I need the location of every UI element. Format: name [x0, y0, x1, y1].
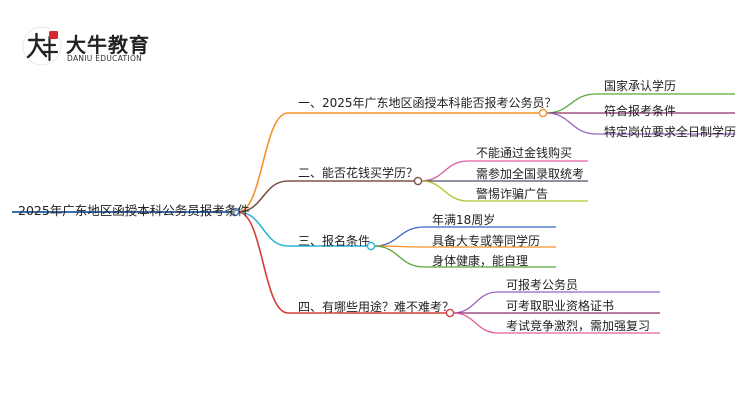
branch-label-3: 三、报名条件 [298, 234, 371, 248]
branch-toggle-4[interactable] [445, 308, 455, 318]
branch-label-4: 四、有哪些用途？难不难考？ [298, 300, 455, 314]
leaf-label-1-2: 符合报考条件 [604, 104, 677, 118]
leaf-label-4-1: 可报考公务员 [506, 278, 579, 292]
branch-connector-3 [237, 211, 289, 247]
leaf-connector-2-3 [420, 180, 469, 202]
leaf-label-1-3: 特定岗位要求全日制学历 [604, 125, 737, 139]
branch-connector-1 [237, 112, 289, 213]
branch-connector-2 [237, 180, 289, 213]
leaf-label-1-1: 国家承认学历 [604, 79, 677, 93]
branch-toggle-2[interactable] [413, 176, 423, 186]
branch-label-2: 二、能否花钱买学历？ [298, 166, 419, 180]
root-toggle[interactable] [230, 207, 240, 217]
brand-name: 大牛教育 [66, 33, 150, 57]
leaf-connector-3-3 [373, 245, 425, 268]
leaf-label-2-1: 不能通过金钱购买 [476, 146, 573, 160]
leaf-label-4-2: 可考取职业资格证书 [506, 299, 615, 313]
root-node-label: 2025年广东地区函授本科公务员报考条件 [18, 203, 250, 218]
leaf-label-2-3: 警惕诈骗广告 [476, 187, 549, 201]
brand-logo: 大牛教育 DANIU EDUCATION [22, 26, 172, 68]
leaf-label-4-3: 考试竞争激烈，需加强复习 [506, 319, 651, 333]
leaf-connector-4-3 [452, 312, 499, 334]
leaf-label-3-1: 年满18周岁 [432, 213, 496, 227]
leaf-label-2-2: 需参加全国录取统考 [476, 167, 585, 181]
branch-toggle-1[interactable] [538, 108, 548, 118]
leaf-label-3-2: 具备大专或等同学历 [432, 234, 541, 248]
branch-label-1: 一、2025年广东地区函授本科能否报考公务员？ [298, 96, 557, 110]
leaf-label-3-3: 身体健康，能自理 [432, 254, 529, 268]
leaf-connector-1-3 [545, 112, 597, 135]
branch-connector-4 [237, 211, 289, 314]
branch-toggle-3[interactable] [366, 241, 376, 251]
daniu-logo-icon [22, 26, 62, 66]
brand-subtitle: DANIU EDUCATION [67, 54, 143, 63]
